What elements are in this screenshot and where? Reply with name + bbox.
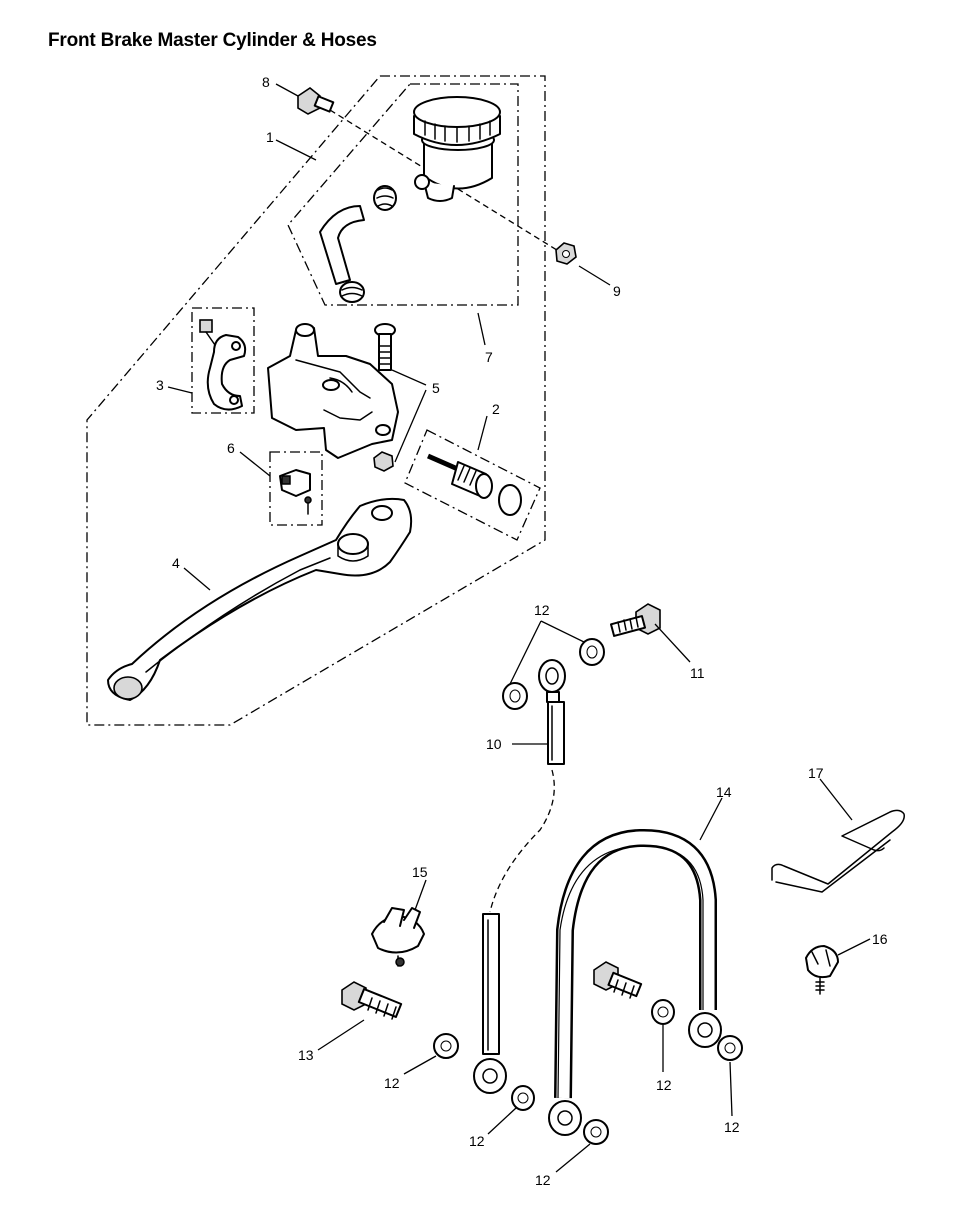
callout-12-b: 12 — [469, 1133, 485, 1149]
brake-light-switch — [279, 469, 312, 515]
lower-hose-left — [473, 913, 507, 1094]
callout-12-e: 12 — [724, 1119, 740, 1135]
brake-hose-u — [548, 828, 722, 1136]
reservoir-kit-outline — [287, 83, 519, 306]
hose-clamp — [371, 907, 425, 967]
sealing-washers — [433, 638, 743, 1145]
fluid-reservoir — [413, 96, 501, 202]
upper-hose — [538, 659, 566, 765]
wire-clip — [771, 809, 905, 893]
leader-lines — [167, 83, 871, 1173]
clamp-outline — [191, 307, 255, 414]
callout-7: 7 — [485, 349, 493, 365]
callout-4: 4 — [172, 555, 180, 571]
callout-9: 9 — [613, 283, 621, 299]
reservoir-hose — [319, 185, 397, 303]
callout-8: 8 — [262, 74, 270, 90]
reservoir-nut — [555, 242, 577, 265]
callout-2: 2 — [492, 401, 500, 417]
switch-outline — [269, 451, 323, 526]
reservoir-bolt — [297, 87, 335, 115]
master-cylinder-assembly-outline — [86, 75, 546, 726]
banjo-bolt-upper — [609, 603, 661, 637]
callout-17: 17 — [808, 765, 824, 781]
diagram-title: Front Brake Master Cylinder & Hoses — [48, 30, 377, 51]
callout-12-upper: 12 — [534, 602, 550, 618]
callout-10: 10 — [486, 736, 502, 752]
piston-kit — [426, 453, 522, 516]
brake-lever — [107, 497, 413, 701]
piston-kit-outline — [404, 429, 541, 541]
callout-1: 1 — [266, 129, 274, 145]
banjo-bolt-lower-right — [593, 961, 643, 999]
callout-11: 11 — [690, 665, 705, 681]
callout-12-d: 12 — [656, 1077, 672, 1093]
callout-6: 6 — [227, 440, 235, 456]
callout-14: 14 — [716, 784, 732, 800]
banjo-bolt-lower-left — [341, 981, 403, 1020]
callout-3: 3 — [156, 377, 164, 393]
handlebar-clamp — [199, 319, 247, 411]
callout-5: 5 — [432, 380, 440, 396]
pivot-bolt — [373, 323, 396, 472]
hose-clip — [805, 945, 839, 995]
master-cylinder-body — [267, 323, 399, 459]
callout-13: 13 — [298, 1047, 314, 1063]
callout-15: 15 — [412, 864, 428, 880]
callout-16: 16 — [872, 931, 888, 947]
callout-12-a: 12 — [384, 1075, 400, 1091]
callout-12-c: 12 — [535, 1172, 551, 1188]
